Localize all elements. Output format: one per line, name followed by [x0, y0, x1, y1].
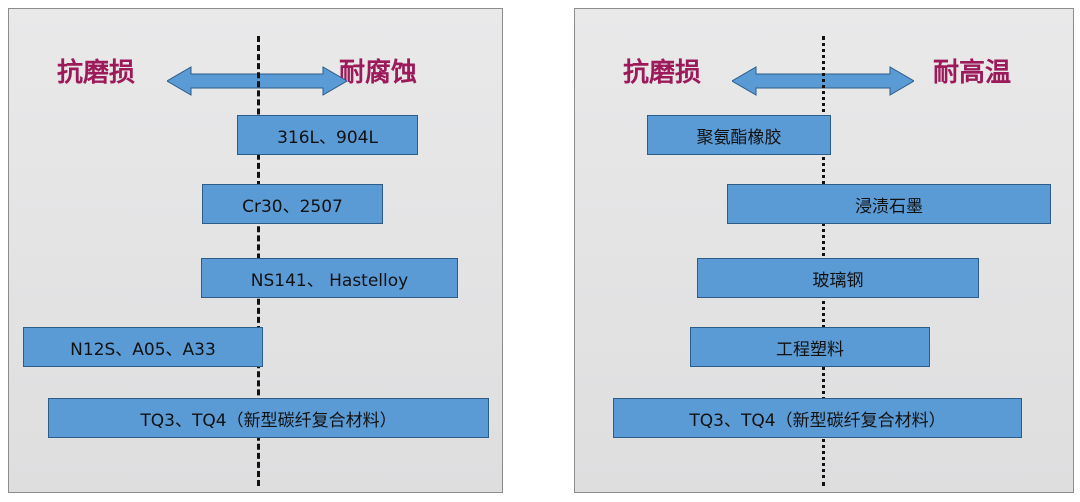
right-panel-left-label: 抗磨损	[623, 58, 702, 88]
left-panel-left-label: 抗磨损	[57, 58, 136, 88]
material-bar-ns141: NS141、 Hastelloy	[201, 258, 458, 298]
left-panel-right-label: 耐腐蚀	[339, 58, 418, 88]
right-diagram-panel: 抗磨损 耐高温 聚氨酯橡胶 浸渍石墨 玻璃钢 工程塑料 TQ3、TQ4（新型碳纤…	[574, 8, 1074, 493]
material-bar-polyurethane: 聚氨酯橡胶	[647, 115, 831, 155]
material-bar-tq3-tq4: TQ3、TQ4（新型碳纤复合材料）	[48, 398, 489, 438]
material-bar-fiberglass: 玻璃钢	[697, 258, 979, 298]
material-bar-tq3-tq4: TQ3、TQ4（新型碳纤复合材料）	[613, 398, 1022, 438]
material-bar-engineering-plastic: 工程塑料	[690, 327, 930, 367]
left-diagram-panel: 抗磨损 耐腐蚀 316L、904L Cr30、2507 NS141、 Haste…	[8, 8, 503, 493]
material-bar-n12s: N12S、A05、A33	[23, 327, 263, 367]
right-panel-right-label: 耐高温	[933, 58, 1012, 88]
material-bar-316l: 316L、904L	[237, 115, 418, 155]
material-bar-cr30: Cr30、2507	[202, 184, 383, 224]
material-bar-graphite: 浸渍石墨	[727, 184, 1051, 224]
